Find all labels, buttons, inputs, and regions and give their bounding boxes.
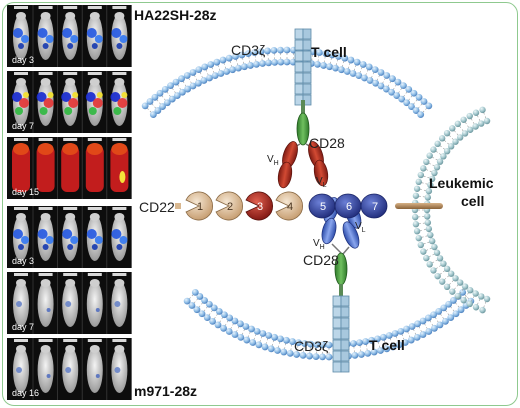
label-t-cell-bottom: T cell: [369, 337, 405, 353]
imaging-day-label: day 16: [12, 388, 39, 398]
cd22-domain-number: 1: [197, 201, 203, 213]
imaging-panels-top: day 3 day 7 day 15: [7, 5, 132, 199]
label-cd22: CD22: [139, 199, 175, 215]
imaging-panels-bottom: day 3 day 7 day 16: [7, 206, 132, 400]
imaging-row: day 3: [7, 5, 132, 67]
cd22-domain-number: 5: [320, 201, 326, 213]
cd22-domain-6: 6: [334, 193, 362, 219]
label-cd28-top: CD28: [309, 135, 345, 151]
scfv-top: [277, 141, 329, 189]
imaging-row: day 3: [7, 206, 132, 268]
imaging-day-label: day 7: [12, 322, 34, 332]
label-t-cell-top: T cell: [311, 44, 347, 60]
cd3-zeta-chain-bottom: [332, 295, 350, 373]
label-vl-top: VL: [316, 176, 327, 189]
label-vh-top: VH: [267, 154, 279, 167]
cd22-domain-number: 4: [287, 201, 293, 213]
label-cd28-bottom: CD28: [303, 252, 339, 268]
cd22-domain-number: 3: [257, 201, 263, 213]
label-leukemic-cell: cell: [461, 193, 484, 209]
leukemic-cell-membrane: [411, 106, 491, 314]
cd22-domain-number: 7: [372, 201, 378, 213]
cd28-domain-bottom: [334, 252, 348, 298]
label-cd3-zeta-bottom: CD3ζ: [294, 338, 328, 354]
imaging-row: day 16: [7, 338, 132, 400]
cd3-zeta-chain-top: [294, 28, 312, 106]
cd22-antigen: 1 2 3 4 5 6 7: [175, 191, 443, 221]
imaging-day-label: day 15: [12, 187, 39, 197]
label-vh-bottom: VH: [313, 238, 325, 251]
title-m971-28z: m971-28z: [134, 383, 197, 399]
label-cd3-zeta-top: CD3ζ: [231, 42, 265, 58]
cd22-domain-4: 4: [275, 191, 303, 221]
cd22-domain-1: 1: [175, 191, 213, 221]
imaging-day-label: day 3: [12, 256, 34, 266]
cd22-transmembrane-stalk: [395, 203, 443, 209]
title-ha22sh-28z: HA22SH-28z: [134, 7, 216, 23]
label-vl-bottom: VL: [355, 221, 366, 234]
imaging-day-label: day 3: [12, 55, 34, 65]
cd22-domain-7: 7: [360, 193, 388, 219]
cd22-domain-number: 2: [227, 201, 233, 213]
cd22-domain-2: 2: [215, 191, 243, 221]
label-leukemic: Leukemic: [429, 175, 494, 191]
imaging-row: day 7: [7, 272, 132, 334]
cd22-domain-3: 3: [245, 191, 273, 221]
t-cell-membrane-bottom: [183, 288, 475, 361]
diagram-canvas: day 3 day 7 day 15 day 3 day 7 day 16 HA22SH…: [7, 5, 494, 400]
imaging-row: day 15: [7, 137, 132, 199]
imaging-row: day 7: [7, 71, 132, 133]
cd22-domain-number: 6: [346, 201, 352, 213]
imaging-day-label: day 7: [12, 121, 34, 131]
t-cell-membrane-top: [141, 46, 433, 119]
cd22-domain-5: 5: [308, 193, 336, 219]
